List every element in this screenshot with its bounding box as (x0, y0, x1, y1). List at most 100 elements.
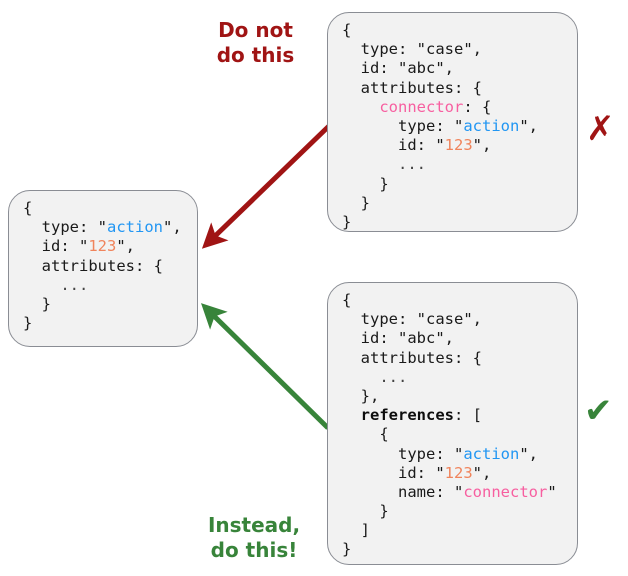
code-line: { (342, 21, 563, 40)
code-token: " (398, 329, 408, 348)
code-token (342, 98, 379, 116)
code-line: { (23, 199, 183, 218)
code-token: ", (463, 310, 482, 329)
code-token: " (435, 136, 445, 155)
code-token: " (97, 218, 107, 237)
code-token: 123 (444, 136, 473, 155)
code-line: type: "action", (342, 117, 563, 136)
code-token: type: (342, 40, 417, 59)
code-token: ", (472, 136, 492, 155)
code-token: " (453, 116, 464, 135)
code-line: { (342, 425, 563, 444)
code-token: attributes: { (342, 78, 482, 97)
code-token: }, (342, 386, 380, 405)
code-token: ] (342, 521, 370, 540)
code-line: } (23, 314, 183, 333)
code-token: 123 (88, 237, 117, 256)
code-line: id: "123", (342, 136, 563, 155)
code-line: } (342, 175, 563, 194)
code-token: abc (407, 329, 436, 348)
code-token: id: (342, 59, 398, 78)
code-token: references (360, 406, 454, 425)
code-token: } (342, 212, 352, 231)
good-arrow (201, 303, 330, 430)
cross-mark-icon: ✗ (586, 109, 615, 149)
code-line: attributes: { (342, 79, 563, 98)
check-mark-icon: ✔ (584, 391, 613, 431)
code-token: connector (463, 482, 548, 501)
code-token: } (23, 314, 33, 333)
code-token: ", (519, 444, 538, 463)
code-line: } (342, 540, 563, 559)
code-token: ", (519, 116, 538, 135)
code-line: name: "connector" (342, 483, 563, 502)
code-line: id: "123", (23, 237, 183, 256)
code-token: case (426, 310, 464, 329)
code-token: action (463, 444, 520, 463)
code-token: action (107, 218, 163, 237)
case-object-embedded-connector-box: { type: "case", id: "abc", attributes: {… (327, 12, 578, 232)
code-token: { (23, 199, 33, 217)
instead-do-this-label: Instead, do this! (207, 513, 301, 562)
code-token: id: (23, 237, 79, 256)
code-token: } (342, 502, 389, 521)
code-line: } (342, 502, 563, 521)
code-line: }, (342, 387, 563, 406)
code-line: } (342, 213, 563, 232)
code-token: " (435, 463, 445, 482)
code-token: " (547, 482, 557, 501)
code-token: connector (379, 97, 464, 116)
code-token: id: (342, 329, 398, 348)
code-token: " (79, 237, 89, 256)
code-token: abc (407, 59, 436, 78)
code-token: attributes: { (23, 256, 163, 275)
code-token: " (453, 444, 464, 463)
code-line: ... (342, 155, 563, 174)
code-token: 123 (444, 463, 473, 482)
code-token: " (453, 482, 464, 501)
code-line: ... (23, 276, 183, 295)
code-token: id: (342, 136, 436, 155)
code-token: " (416, 40, 426, 59)
code-token: " (416, 310, 426, 329)
case-object-with-references-box: { type: "case", id: "abc", attributes: {… (327, 282, 578, 565)
code-token: attributes: { (342, 348, 482, 367)
code-token: name: (342, 482, 454, 501)
code-token: case (426, 40, 464, 59)
code-line: type: "case", (342, 310, 563, 329)
code-line: type: "case", (342, 40, 563, 59)
action-object-box: { type: "action", id: "123", attributes:… (8, 190, 198, 347)
code-token: type: (342, 116, 454, 135)
code-token: " (398, 59, 408, 78)
code-token: } (23, 294, 51, 313)
code-line: attributes: { (23, 257, 183, 276)
code-line: attributes: { (342, 349, 563, 368)
code-line: ... (342, 368, 563, 387)
code-line: } (23, 295, 183, 314)
code-token (342, 406, 361, 424)
code-line: connector: { (342, 98, 563, 117)
code-token: ... (23, 275, 89, 294)
code-token: } (342, 540, 352, 559)
code-token: id: (342, 463, 436, 482)
code-token: ", (163, 218, 182, 237)
code-line: references: [ (342, 406, 563, 425)
code-line: id: "abc", (342, 329, 563, 348)
code-token: ", (435, 329, 455, 348)
code-token: : [ (454, 406, 482, 425)
code-line: ] (342, 521, 563, 540)
code-token: { (342, 21, 352, 39)
code-token: } (342, 193, 370, 212)
code-token: } (342, 174, 389, 193)
code-line: { (342, 291, 563, 310)
code-token: { (342, 425, 389, 444)
code-token: ", (435, 59, 455, 78)
code-token: ", (472, 463, 492, 482)
bad-arrow (201, 124, 331, 249)
code-token: ", (463, 40, 482, 59)
code-line: type: "action", (23, 218, 183, 237)
code-token: ... (342, 155, 426, 174)
code-token: type: (342, 310, 417, 329)
code-token: ... (342, 367, 408, 386)
code-line: type: "action", (342, 445, 563, 464)
